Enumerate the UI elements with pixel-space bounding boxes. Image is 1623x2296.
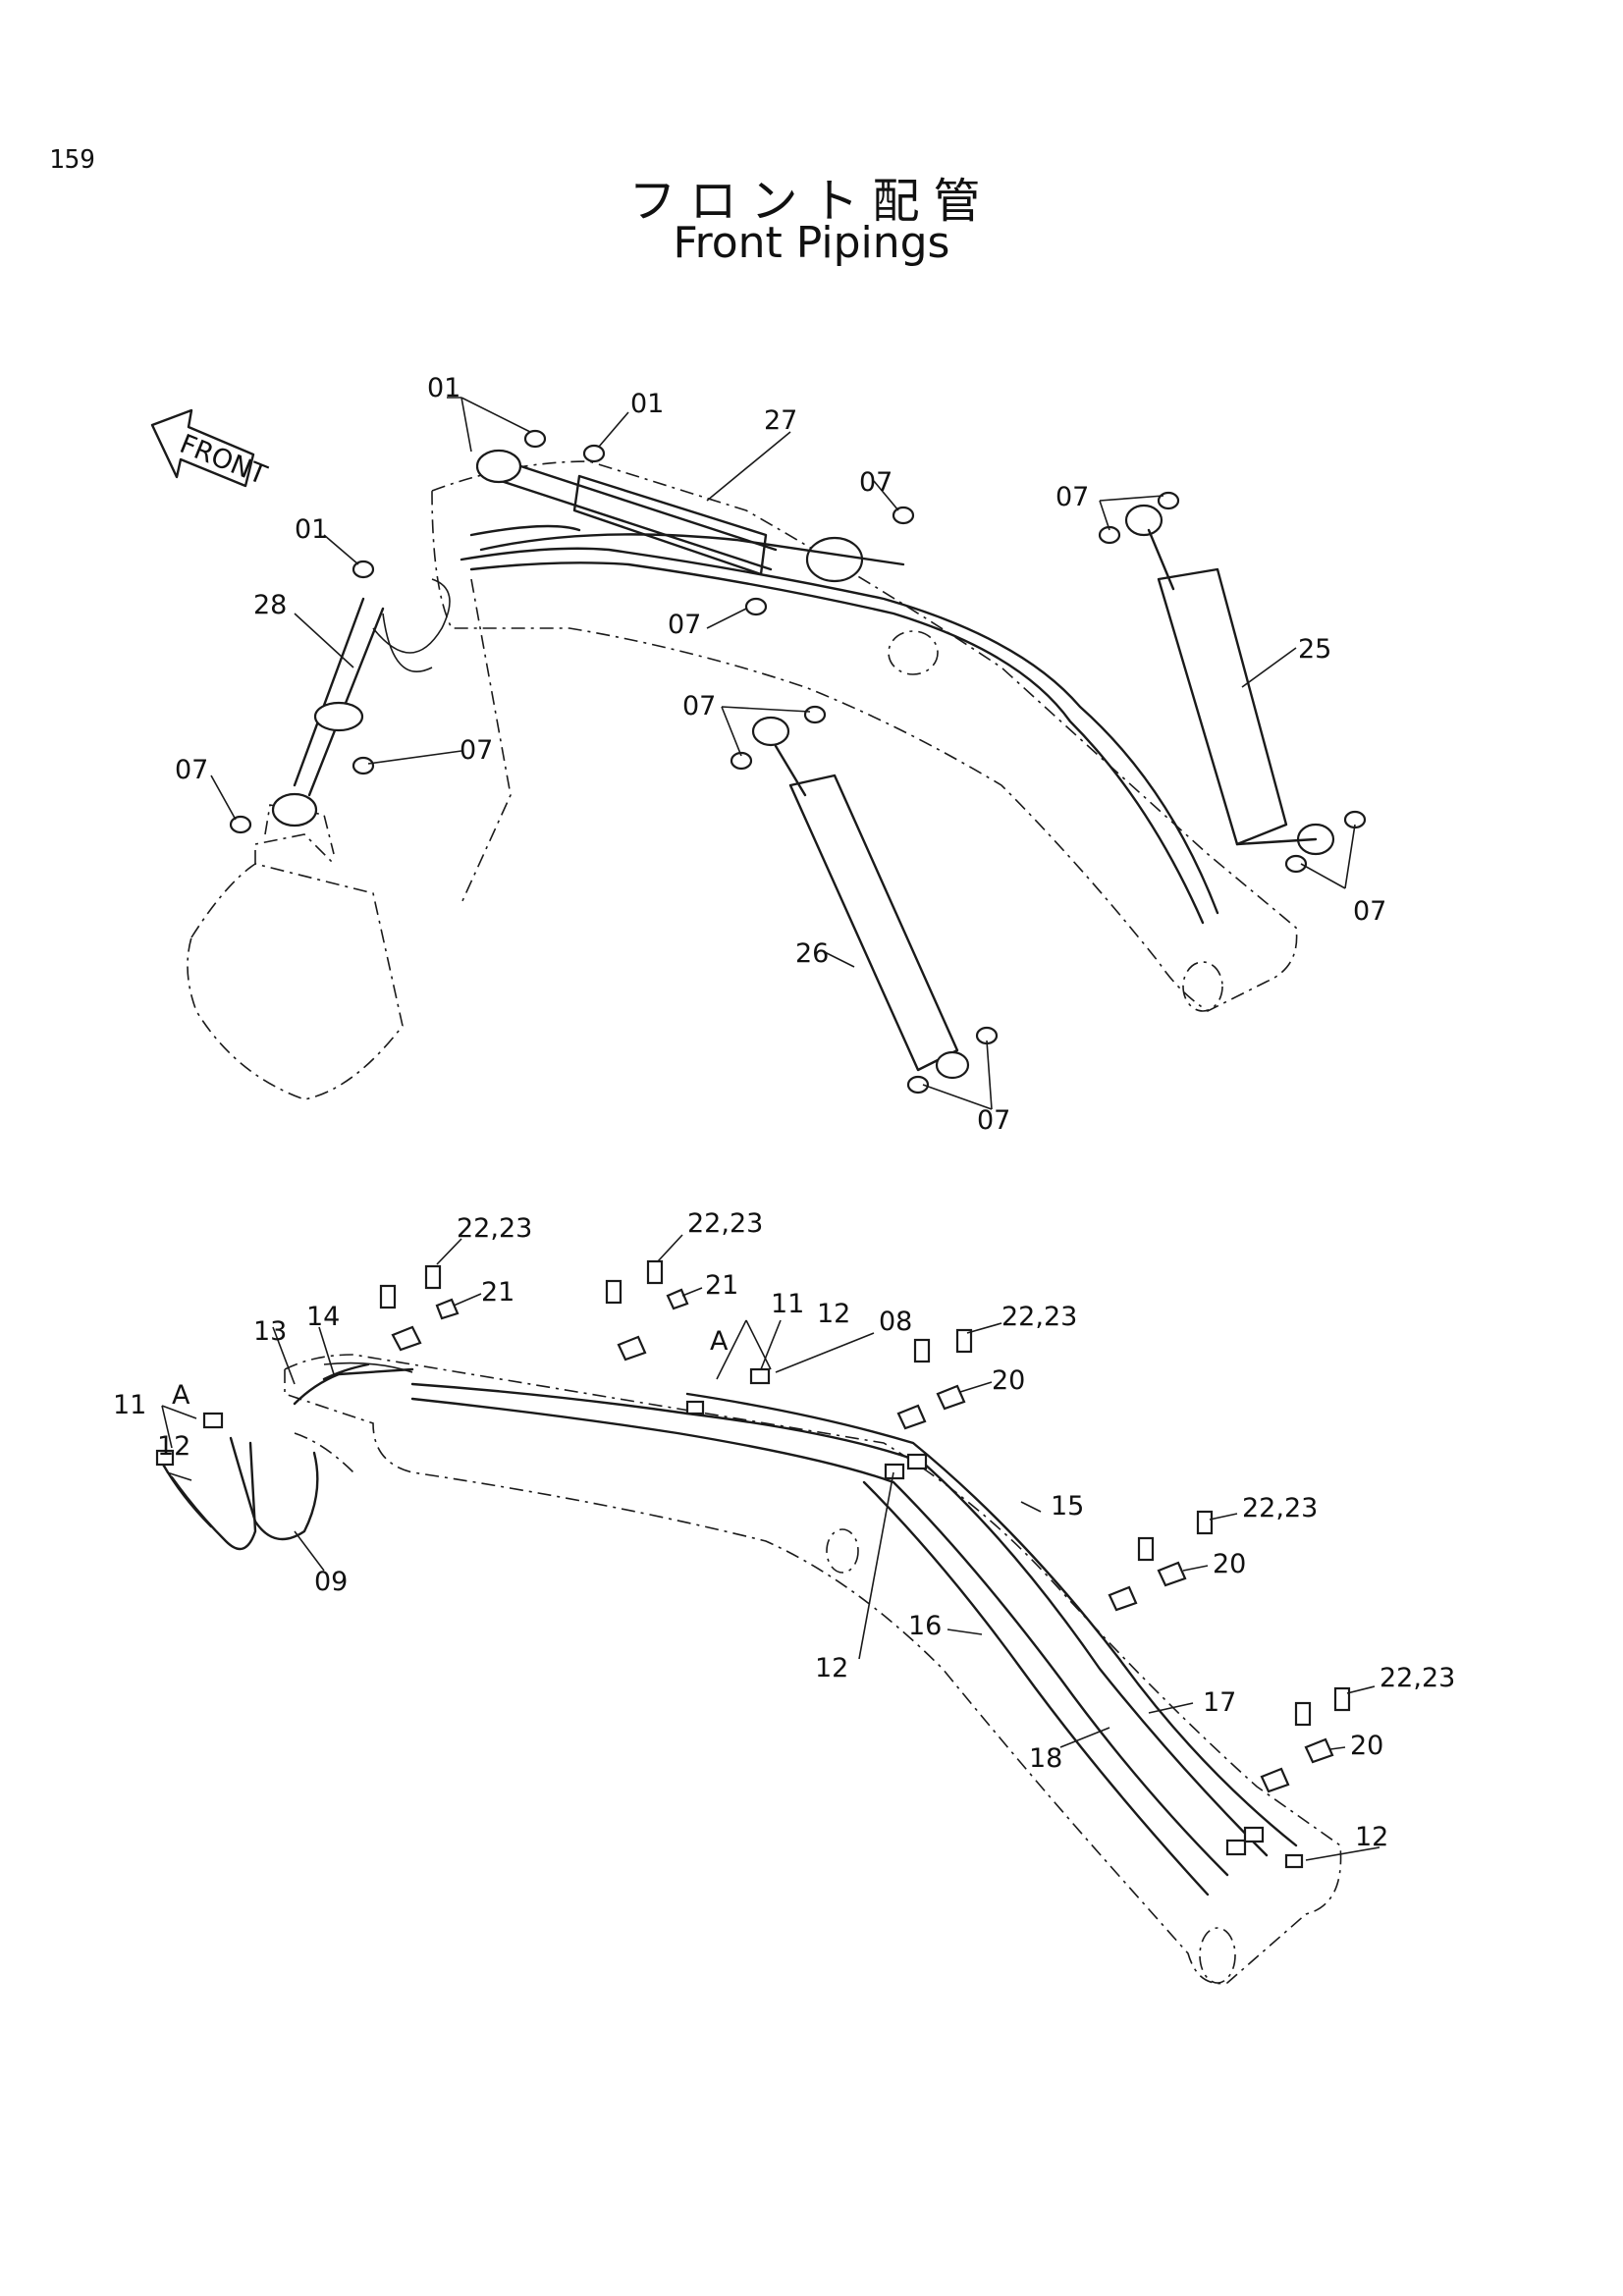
cylinder-28 xyxy=(271,597,385,828)
label-22-23: 22,23 xyxy=(1242,1493,1318,1523)
pipe-15 xyxy=(410,1382,1269,1857)
label-22-23: 22,23 xyxy=(1001,1302,1077,1332)
label-22-23: 22,23 xyxy=(687,1208,763,1239)
pipe-18 xyxy=(862,1480,1210,1896)
label-11: 11 xyxy=(113,1390,146,1420)
arm-outline xyxy=(431,460,1298,1012)
label-07: 07 xyxy=(859,467,893,498)
fittings-bottom xyxy=(155,1367,1304,1869)
label-07: 07 xyxy=(1353,896,1386,927)
page-title-english: Front Pipings xyxy=(673,218,950,268)
top-hose-2 xyxy=(469,561,1205,925)
top-labels: 01 01 01 27 28 25 26 07 07 07 07 07 07 0… xyxy=(175,373,1386,1136)
label-25: 25 xyxy=(1298,634,1331,665)
label-28: 28 xyxy=(253,590,287,620)
label-16: 16 xyxy=(908,1611,942,1641)
label-01: 01 xyxy=(295,514,328,545)
label-21: 21 xyxy=(705,1270,738,1301)
label-15: 15 xyxy=(1051,1491,1084,1522)
label-27: 27 xyxy=(764,405,797,436)
page-title-japanese: フロント配管 xyxy=(628,174,995,229)
label-07: 07 xyxy=(460,735,493,766)
cylinder-27 xyxy=(475,449,864,583)
bolts-22-23 xyxy=(379,1259,1351,1727)
bucket xyxy=(187,804,404,1100)
label-07: 07 xyxy=(682,691,716,721)
label-17: 17 xyxy=(1203,1687,1236,1718)
bottom-labels: 22,23 22,23 22,23 22,23 22,23 21 21 20 2… xyxy=(113,1208,1455,1852)
cylinder-25 xyxy=(1124,504,1335,856)
front-arrow-label: FRONT xyxy=(176,429,272,491)
label-26: 26 xyxy=(795,938,829,969)
label-12: 12 xyxy=(157,1431,190,1462)
label-20: 20 xyxy=(1350,1731,1383,1761)
clamps xyxy=(391,1288,1334,1793)
bottom-assembly: 22,23 22,23 22,23 22,23 22,23 21 21 20 2… xyxy=(113,1208,1455,1985)
label-21: 21 xyxy=(481,1277,514,1308)
pipe-16 xyxy=(410,1397,1229,1877)
page-number: 159 xyxy=(49,145,95,175)
arm-outline-bottom xyxy=(284,1354,1342,1985)
label-20: 20 xyxy=(992,1365,1025,1396)
top-assembly: FRONT xyxy=(150,373,1386,1136)
top-hose-1 xyxy=(460,547,1219,915)
front-arrow-icon: FRONT xyxy=(150,408,272,491)
hose-13 xyxy=(293,1367,414,1406)
label-a: A xyxy=(710,1326,729,1357)
label-01: 01 xyxy=(630,389,664,419)
bottom-leaders xyxy=(161,1234,1380,1861)
label-22-23: 22,23 xyxy=(1380,1663,1455,1693)
label-11: 11 xyxy=(771,1289,804,1319)
label-20: 20 xyxy=(1213,1549,1246,1579)
label-01: 01 xyxy=(427,373,460,403)
label-07: 07 xyxy=(1055,482,1089,512)
hose-09 xyxy=(229,1436,319,1541)
label-12: 12 xyxy=(815,1653,848,1683)
label-a: A xyxy=(172,1380,190,1411)
label-07: 07 xyxy=(977,1105,1010,1136)
label-12: 12 xyxy=(1355,1822,1388,1852)
label-18: 18 xyxy=(1029,1743,1062,1774)
pipe-17 xyxy=(685,1392,1298,1847)
label-09: 09 xyxy=(314,1567,348,1597)
cylinder-26 xyxy=(751,716,970,1080)
label-12: 12 xyxy=(817,1299,850,1329)
top-leaders xyxy=(210,397,1356,1110)
label-14: 14 xyxy=(306,1302,340,1332)
label-07: 07 xyxy=(175,755,208,785)
label-22-23: 22,23 xyxy=(457,1213,532,1244)
label-08: 08 xyxy=(879,1307,912,1337)
washers-top xyxy=(229,429,1367,1095)
label-13: 13 xyxy=(253,1316,287,1347)
label-07: 07 xyxy=(668,610,701,640)
